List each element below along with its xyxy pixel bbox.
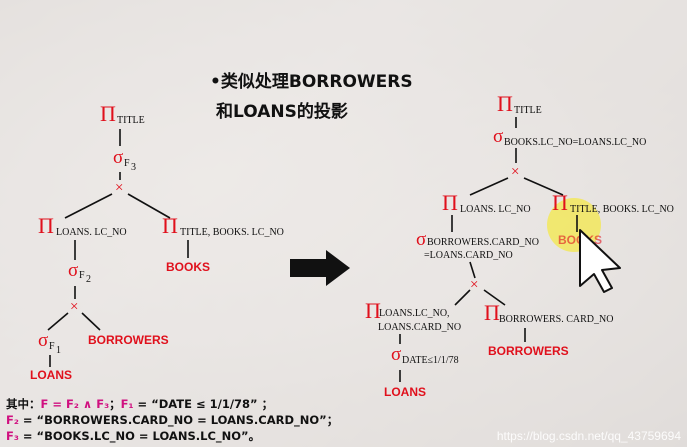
- footnote-f2-text: = “BORROWERS.CARD_NO = LOANS.CARD_NO”；: [18, 413, 339, 427]
- footnote-f2-label: F₂: [6, 413, 19, 427]
- slide-heading: •类似处理BORROWERS 和LOANS的投影: [210, 67, 470, 127]
- footnote-separator: ；: [109, 397, 121, 411]
- svg-text:BORROWERS.CARD_NO: BORROWERS.CARD_NO: [427, 237, 539, 248]
- svg-text:F: F: [49, 341, 55, 352]
- footnote-line-3: F₃ = “BOOKS.LC_NO = LOANS.LC_NO”。: [6, 428, 338, 444]
- right-node-join-top: ×: [511, 164, 519, 180]
- svg-text:Π: Π: [497, 91, 513, 116]
- left-node-select-f1: σ F 1: [38, 330, 61, 356]
- left-node-select-f3: σ F 3: [113, 147, 136, 173]
- footnote-f-definition: F = F₂ ∧ F₃: [40, 397, 110, 411]
- left-edge-join2-select: [47, 312, 69, 331]
- svg-text:Π: Π: [162, 213, 178, 238]
- svg-text:LOANS. LC_NO: LOANS. LC_NO: [460, 204, 531, 215]
- watermark-url: https://blog.csdn.net/qq_43759694: [496, 429, 681, 443]
- svg-text:TITLE, BOOKS. LC_NO: TITLE, BOOKS. LC_NO: [570, 204, 674, 215]
- svg-text:Π: Π: [484, 300, 500, 325]
- svg-text:2: 2: [86, 274, 91, 285]
- svg-text:σ: σ: [38, 330, 48, 351]
- svg-text:Π: Π: [38, 213, 54, 238]
- svg-text:=LOANS.CARD_NO: =LOANS.CARD_NO: [424, 250, 513, 261]
- right-node-project-loans2: Π LOANS.LC_NO, LOANS.CARD_NO: [365, 298, 461, 333]
- svg-text:TITLE, BOOKS. LC_NO: TITLE, BOOKS. LC_NO: [180, 227, 284, 238]
- left-node-project-loans: Π LOANS. LC_NO: [38, 213, 127, 238]
- right-edge-select-join2: [469, 261, 476, 279]
- footnote-line-1: 其中：F = F₂ ∧ F₃；F₁ = “DATE ≤ 1/1/78” ；: [6, 396, 338, 412]
- left-node-project-title: Π TITLE: [100, 101, 145, 126]
- svg-text:F: F: [124, 158, 130, 169]
- footnote-prefix: 其中：: [6, 397, 41, 411]
- footnote-f1-text: = “DATE ≤ 1/1/78” ；: [133, 397, 274, 411]
- left-node-join-mid: ×: [70, 299, 78, 315]
- left-node-project-title-books: Π TITLE, BOOKS. LC_NO: [162, 213, 284, 238]
- svg-text:F: F: [79, 270, 85, 281]
- right-query-tree: Π TITLE σ BOOKS.LC_NO=LOANS.LC_NO × Π LO…: [365, 91, 674, 399]
- right-edge-join-projbooks: [523, 177, 564, 196]
- svg-text:σ: σ: [113, 147, 123, 168]
- svg-text:1: 1: [56, 345, 61, 356]
- svg-text:3: 3: [131, 162, 136, 173]
- svg-text:σ: σ: [391, 344, 401, 365]
- right-node-select-lcno: σ BOOKS.LC_NO=LOANS.LC_NO: [493, 126, 646, 148]
- left-query-tree: Π TITLE σ F 3 × Π LOANS. LC_NO Π TITLE, …: [30, 101, 284, 382]
- right-edge-join2-projloans2: [454, 289, 471, 306]
- svg-text:LOANS.CARD_NO: LOANS.CARD_NO: [378, 322, 461, 333]
- svg-text:σ: σ: [68, 260, 78, 281]
- right-node-join-mid: ×: [470, 277, 478, 293]
- svg-text:BORROWERS. CARD_NO: BORROWERS. CARD_NO: [499, 314, 613, 325]
- footnote-line-2: F₂ = “BORROWERS.CARD_NO = LOANS.CARD_NO”…: [6, 412, 338, 428]
- right-node-select-date: σ DATE≤1/1/78: [391, 344, 459, 366]
- left-edge-join-projbooks: [127, 193, 171, 219]
- left-relation-loans: LOANS: [30, 368, 72, 382]
- footnote-f3-label: F₃: [6, 429, 19, 443]
- left-node-select-f2: σ F 2: [68, 260, 91, 285]
- right-edge-join2-projborrowers: [483, 289, 506, 306]
- svg-text:TITLE: TITLE: [514, 105, 542, 116]
- footnote-f3-text: = “BOOKS.LC_NO = LOANS.LC_NO”。: [18, 429, 261, 443]
- right-node-project-title: Π TITLE: [497, 91, 542, 116]
- svg-text:BOOKS.LC_NO=LOANS.LC_NO: BOOKS.LC_NO=LOANS.LC_NO: [504, 137, 646, 148]
- svg-text:DATE≤1/1/78: DATE≤1/1/78: [402, 355, 459, 366]
- right-node-project-loans: Π LOANS. LC_NO: [442, 190, 531, 215]
- left-edge-join2-borrowers: [81, 312, 101, 331]
- mouse-pointer-icon: [579, 229, 621, 293]
- right-node-select-cardno: σ BORROWERS.CARD_NO =LOANS.CARD_NO: [416, 229, 539, 261]
- left-edge-join-projloans: [64, 193, 113, 219]
- heading-line-2: 和LOANS的投影: [216, 102, 348, 122]
- heading-line-1: •类似处理BORROWERS: [210, 72, 413, 92]
- svg-text:σ: σ: [493, 126, 503, 147]
- svg-text:LOANS.LC_NO,: LOANS.LC_NO,: [379, 308, 450, 319]
- left-relation-borrowers: BORROWERS: [88, 333, 169, 347]
- svg-text:Π: Π: [442, 190, 458, 215]
- svg-text:TITLE: TITLE: [117, 115, 145, 126]
- right-relation-borrowers: BORROWERS: [488, 344, 569, 358]
- left-relation-books: BOOKS: [166, 260, 210, 274]
- right-relation-loans: LOANS: [384, 385, 426, 399]
- condition-definitions: 其中：F = F₂ ∧ F₃；F₁ = “DATE ≤ 1/1/78” ； F₂…: [6, 396, 338, 444]
- svg-text:LOANS. LC_NO: LOANS. LC_NO: [56, 227, 127, 238]
- left-node-join-top: ×: [115, 180, 123, 196]
- right-node-project-borrowers: Π BORROWERS. CARD_NO: [484, 300, 613, 325]
- svg-text:σ: σ: [416, 229, 426, 250]
- transform-arrow: [290, 250, 350, 286]
- svg-text:Π: Π: [365, 298, 381, 323]
- right-node-project-title-books: Π TITLE, BOOKS. LC_NO: [552, 190, 674, 215]
- svg-text:Π: Π: [100, 101, 116, 126]
- right-edge-join-projloans: [469, 177, 509, 196]
- svg-text:Π: Π: [552, 190, 568, 215]
- footnote-f1-label: F₁: [120, 397, 134, 411]
